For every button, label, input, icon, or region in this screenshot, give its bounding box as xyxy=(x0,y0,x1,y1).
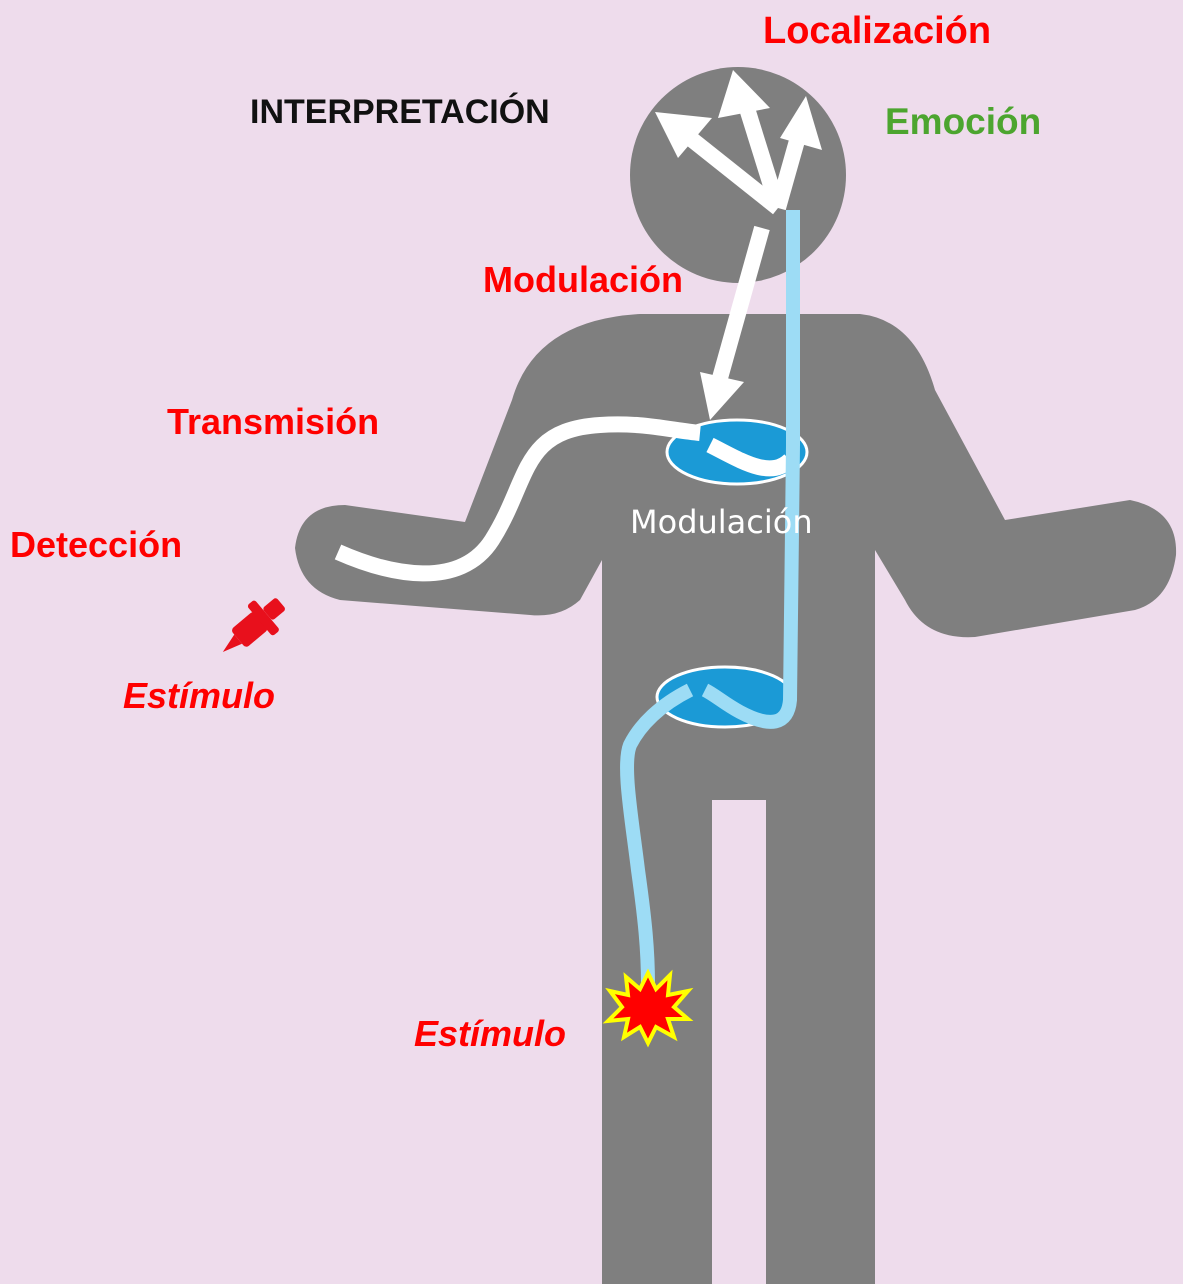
pushpin-tip xyxy=(222,634,243,652)
starburst-shape xyxy=(602,968,694,1048)
arrowhead-down xyxy=(700,372,744,420)
label-localizacion: Localización xyxy=(763,10,992,52)
label-interpretacion: INTERPRETACIÓN xyxy=(250,93,550,131)
modulation-arrow-shaft xyxy=(712,225,770,381)
label-transmision: Transmisión xyxy=(167,401,380,442)
label-deteccion: Detección xyxy=(10,524,183,565)
label-estimulo-leg: Estímulo xyxy=(414,1013,567,1054)
spinal-pathway xyxy=(620,210,800,986)
pushpin-icon xyxy=(222,598,285,652)
arrowhead-right xyxy=(780,96,822,150)
arrowhead-left xyxy=(655,112,712,158)
starburst-icon xyxy=(602,968,694,1048)
spinal-cord xyxy=(701,210,800,729)
label-modulacion-top: Modulación xyxy=(483,259,683,300)
brain-branch-right xyxy=(770,127,808,211)
cord-hook xyxy=(706,437,796,477)
legs xyxy=(602,790,875,1284)
arrowhead-middle xyxy=(718,70,770,118)
leg-nerve xyxy=(620,683,694,986)
label-modulacion-body: Modulación xyxy=(630,503,813,541)
brain-branch-left xyxy=(685,131,783,215)
arm-nerve xyxy=(334,416,701,582)
label-estimulo-arm: Estímulo xyxy=(123,675,276,716)
torso xyxy=(295,314,1177,800)
pushpin-back xyxy=(263,598,285,620)
label-emocion: Emoción xyxy=(885,101,1042,142)
pushpin-head xyxy=(247,600,279,636)
arrowheads xyxy=(655,70,822,420)
pushpin-body xyxy=(232,612,268,647)
brain-branch-middle xyxy=(737,99,786,211)
ascending-pathway xyxy=(334,99,808,582)
